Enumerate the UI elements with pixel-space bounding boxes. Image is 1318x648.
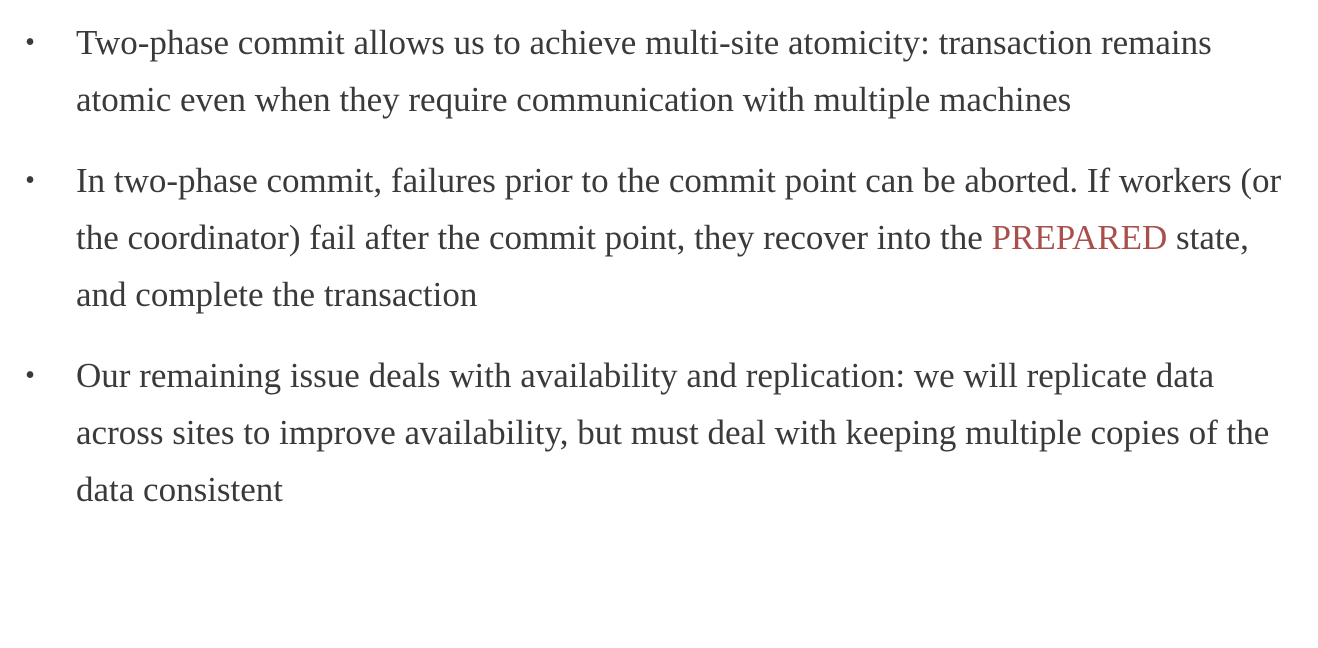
bullet-dot-icon: •: [25, 360, 35, 391]
bullet-text-before: In two-phase commit, failures prior to t…: [76, 161, 1282, 257]
bullet-dot-icon: •: [25, 165, 35, 196]
bullet-item-commit-point-failures: • In two-phase commit, failures prior to…: [20, 152, 1288, 323]
bullet-dot-icon: •: [25, 27, 35, 58]
bullet-text: Two-phase commit allows us to achieve mu…: [76, 23, 1212, 119]
bullet-list: • Two-phase commit allows us to achieve …: [20, 14, 1288, 518]
bullet-item-availability-replication: • Our remaining issue deals with availab…: [20, 347, 1288, 518]
prepared-state-highlight: PREPARED: [991, 218, 1168, 257]
bullet-item-two-phase-atomicity: • Two-phase commit allows us to achieve …: [20, 14, 1288, 128]
bullet-text-after: state, and complete the transaction: [76, 218, 1249, 314]
bullet-text: Our remaining issue deals with availabil…: [76, 356, 1270, 509]
